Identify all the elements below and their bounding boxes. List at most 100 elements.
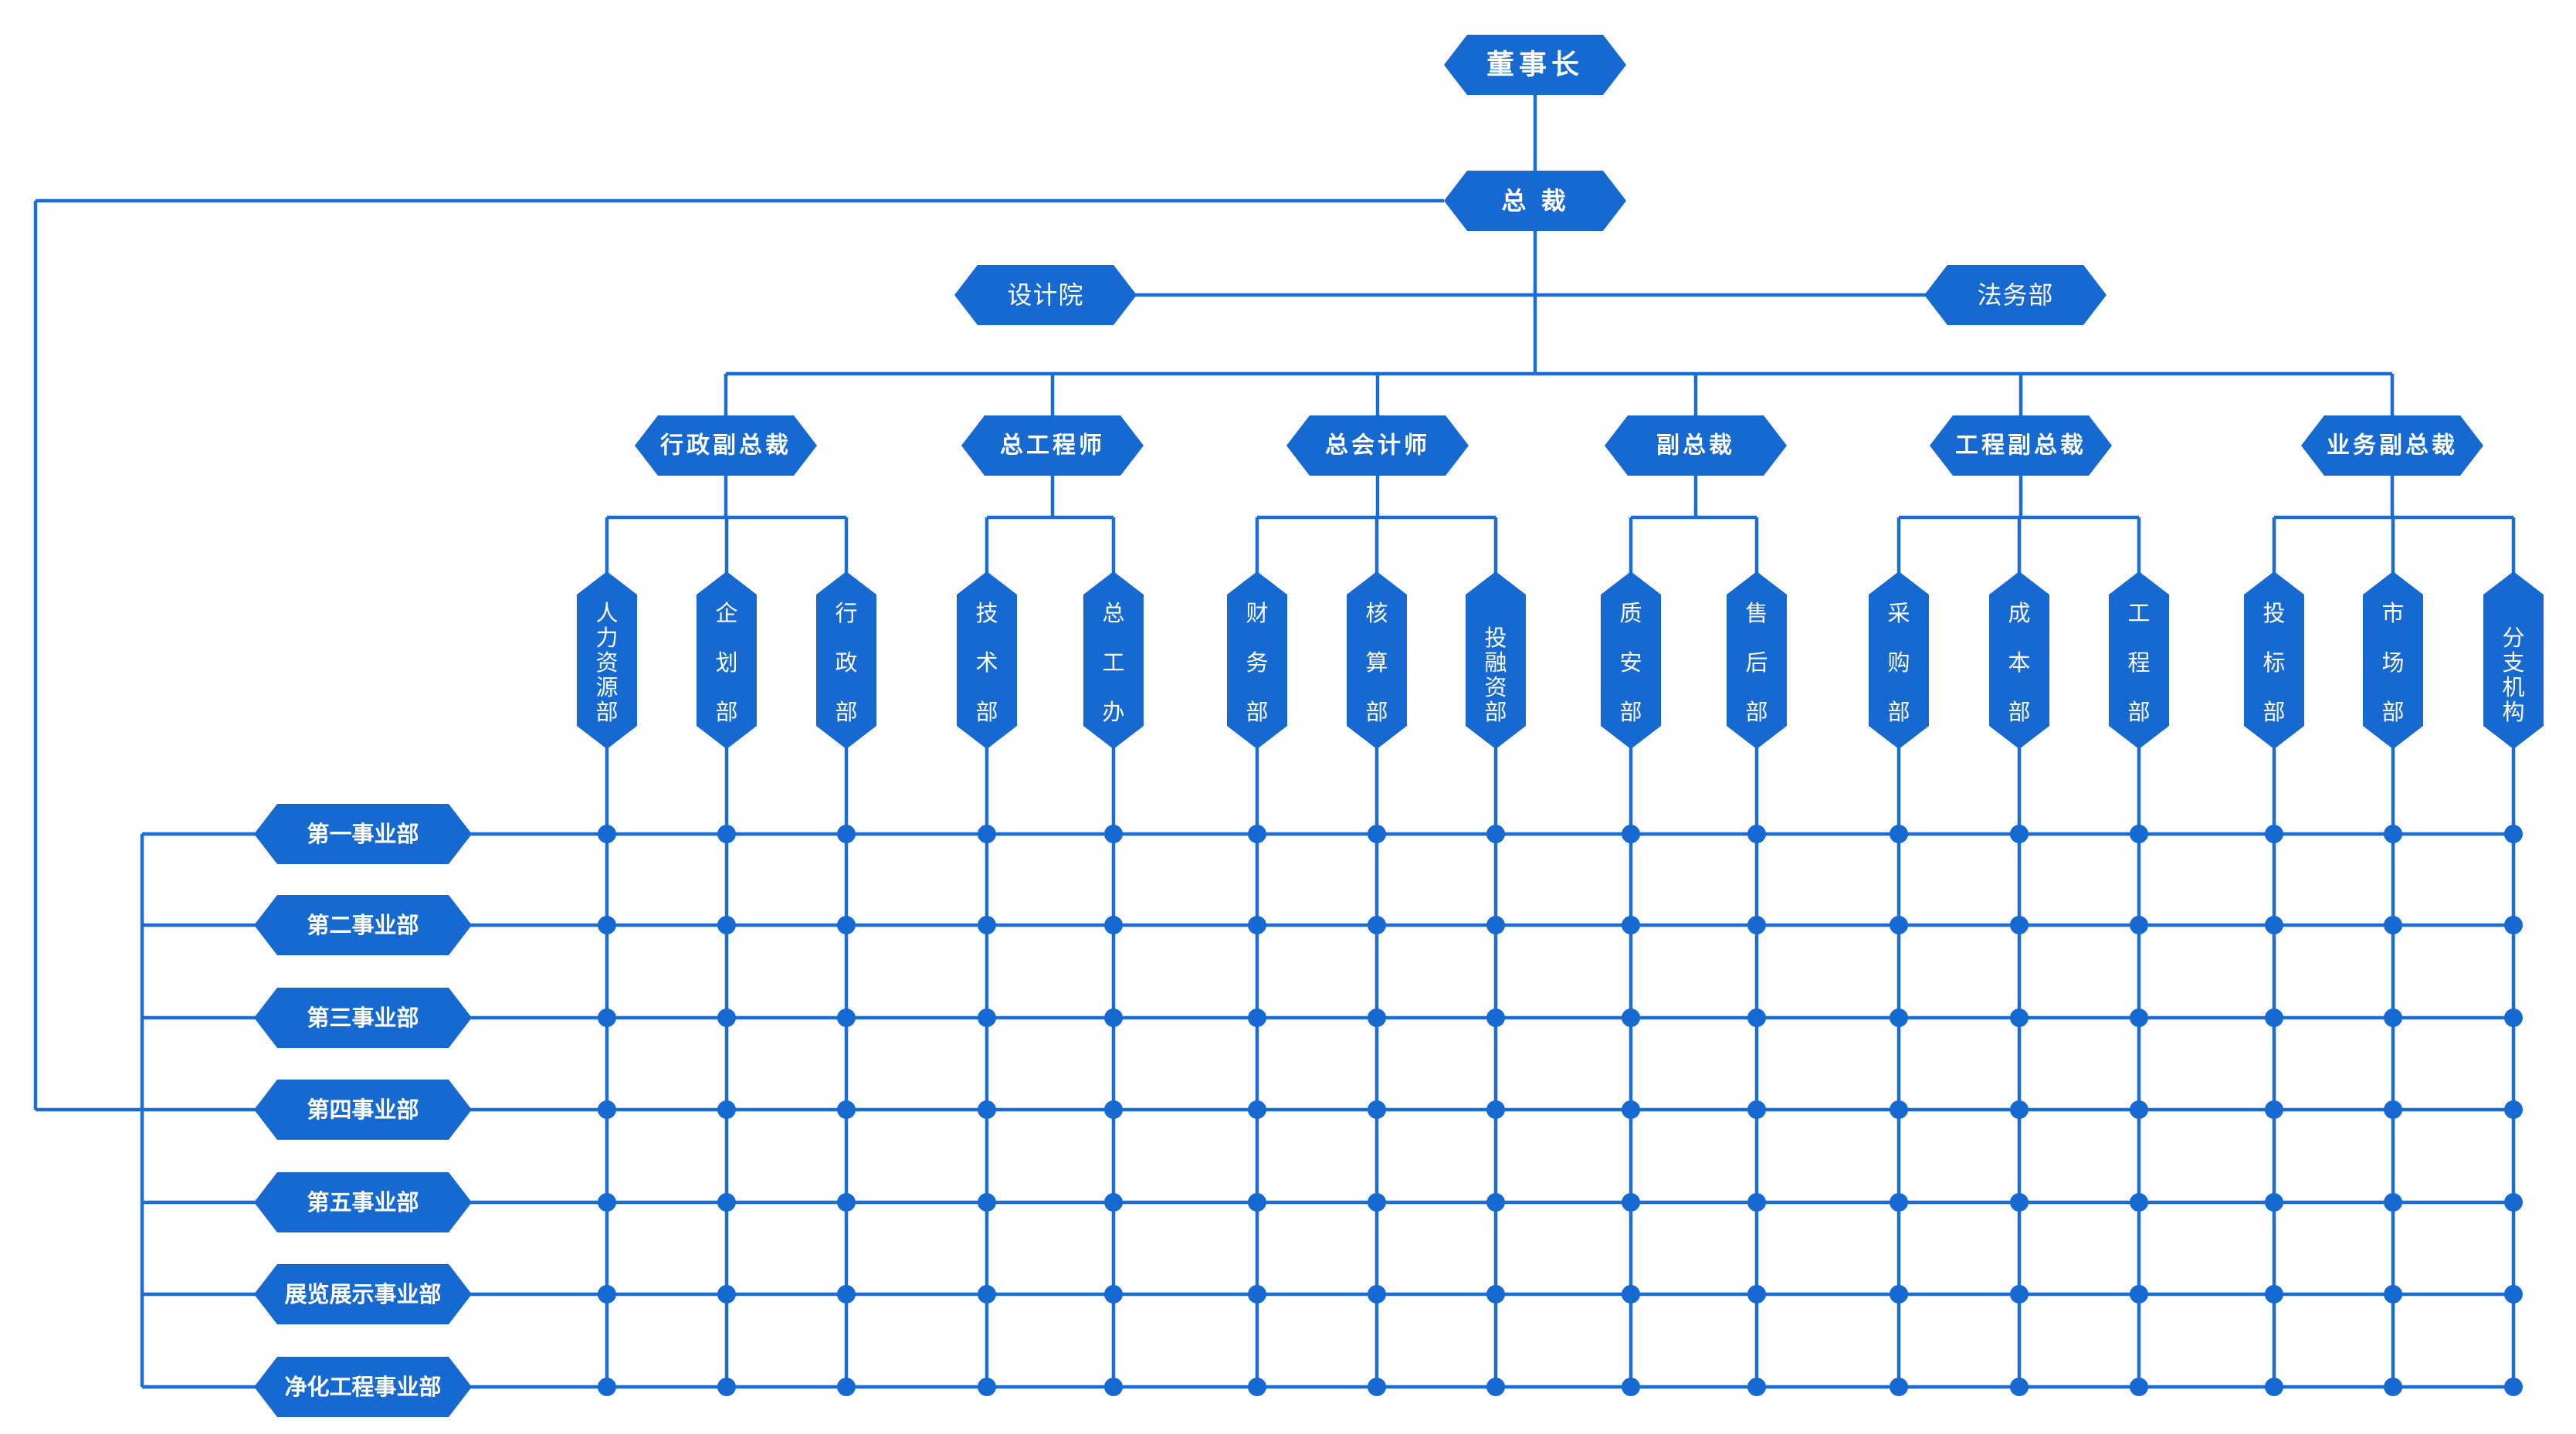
department-node-5-1-shape bbox=[2363, 571, 2423, 749]
department-node-0-1-shape bbox=[697, 571, 757, 749]
matrix-node-dot bbox=[1104, 1100, 1123, 1119]
matrix-node-dot bbox=[2265, 825, 2283, 843]
vp-node-2: 总会计师 bbox=[1286, 415, 1469, 476]
vp-node-5: 业务副总裁 bbox=[2301, 415, 2483, 476]
matrix-node-dot bbox=[717, 1193, 736, 1212]
division-node-1-label: 第二事业部 bbox=[307, 912, 419, 938]
department-node-4-2-shape bbox=[2109, 571, 2169, 749]
vp-node-4-label: 工程副总裁 bbox=[1955, 432, 2086, 459]
division-node-4-label: 第五事业部 bbox=[307, 1189, 419, 1215]
matrix-node-dot bbox=[1368, 1285, 1386, 1303]
department-node-4-1: 成本部 bbox=[1989, 571, 2049, 749]
matrix-node-dot bbox=[2504, 825, 2523, 843]
matrix-node-dot bbox=[598, 1009, 616, 1027]
matrix-node-dot bbox=[1248, 1285, 1266, 1303]
vp-node-4-shape bbox=[1930, 415, 2112, 476]
department-node-2-0-shape bbox=[1227, 571, 1287, 749]
matrix-node-dot bbox=[2130, 1193, 2148, 1212]
matrix-node-dot bbox=[978, 1100, 996, 1119]
matrix-node-dot bbox=[1486, 1285, 1505, 1303]
department-node-0-1-label: 企划部 bbox=[715, 600, 737, 725]
matrix-node-dot bbox=[1104, 1009, 1123, 1027]
department-node-0-2: 行政部 bbox=[816, 571, 876, 749]
matrix-node-dot bbox=[1486, 1009, 1505, 1027]
department-node-1-1-shape bbox=[1083, 571, 1144, 749]
department-node-4-0-label: 采购部 bbox=[1887, 600, 1910, 725]
chairman-node: 董事长 bbox=[1444, 35, 1626, 95]
vp-node-1: 总工程师 bbox=[961, 415, 1144, 476]
department-node-0-1: 企划部 bbox=[697, 571, 757, 749]
matrix-node-dot bbox=[1104, 916, 1123, 934]
division-node-6-label: 净化工程事业部 bbox=[284, 1374, 441, 1400]
matrix-node-dot bbox=[1368, 825, 1386, 843]
matrix-node-dot bbox=[978, 1193, 996, 1212]
matrix-node-dot bbox=[837, 1378, 856, 1396]
matrix-node-dot bbox=[1890, 1193, 1908, 1212]
matrix-node-dot bbox=[1747, 1378, 1766, 1396]
matrix-node-dot bbox=[2504, 1285, 2523, 1303]
design-institute-node-label: 设计院 bbox=[1007, 280, 1083, 310]
division-node-0-shape bbox=[254, 804, 472, 864]
division-node-3-shape bbox=[254, 1080, 472, 1140]
division-node-4: 第五事业部 bbox=[254, 1172, 472, 1232]
matrix-node-dot bbox=[1486, 1193, 1505, 1212]
matrix-node-dot bbox=[2265, 1100, 2283, 1119]
vp-node-3-shape bbox=[1605, 415, 1787, 476]
matrix-node-dot bbox=[837, 825, 856, 843]
matrix-node-dot bbox=[717, 825, 736, 843]
matrix-node-dot bbox=[1622, 1285, 1640, 1303]
matrix-node-dot bbox=[1622, 916, 1640, 934]
matrix-node-dot bbox=[598, 916, 616, 934]
department-node-1-1-label: 总工办 bbox=[1102, 600, 1124, 725]
matrix-node-dot bbox=[598, 1193, 616, 1212]
matrix-node-dot bbox=[1890, 1009, 1908, 1027]
department-node-3-0-shape bbox=[1601, 571, 1661, 749]
department-node-3-0-label: 质安部 bbox=[1619, 600, 1642, 725]
matrix-node-dot bbox=[1486, 1378, 1505, 1396]
matrix-node-dot bbox=[2504, 1009, 2523, 1027]
matrix-node-dot bbox=[1747, 825, 1766, 843]
matrix-node-dot bbox=[978, 825, 996, 843]
department-node-3-1-shape bbox=[1727, 571, 1787, 749]
matrix-node-dot bbox=[2010, 1100, 2029, 1119]
chairman-node-label: 董事长 bbox=[1486, 49, 1584, 81]
design-institute-node-shape bbox=[954, 265, 1137, 325]
division-node-6-shape bbox=[254, 1357, 472, 1417]
department-node-5-1-label: 市场部 bbox=[2381, 600, 2404, 725]
department-node-3-1-label: 售后部 bbox=[1745, 600, 1768, 725]
matrix-node-dot bbox=[1248, 1009, 1266, 1027]
matrix-node-dot bbox=[717, 916, 736, 934]
department-node-5-1: 市场部 bbox=[2363, 571, 2423, 749]
department-node-4-1-shape bbox=[1989, 571, 2049, 749]
matrix-node-dot bbox=[2010, 1378, 2029, 1396]
department-node-3-0: 质安部 bbox=[1601, 571, 1661, 749]
department-node-1-0-label: 技术部 bbox=[975, 600, 998, 725]
matrix-node-dot bbox=[2384, 1009, 2402, 1027]
department-node-2-2-label: 投融资部 bbox=[1484, 625, 1507, 725]
matrix-node-dot bbox=[1248, 1378, 1266, 1396]
matrix-node-dot bbox=[2265, 1009, 2283, 1027]
legal-dept-node-label: 法务部 bbox=[1977, 280, 2053, 310]
matrix-node-dot bbox=[2384, 1378, 2402, 1396]
matrix-node-dot bbox=[837, 916, 856, 934]
department-node-5-0-shape bbox=[2244, 571, 2304, 749]
matrix-node-dot bbox=[1747, 1285, 1766, 1303]
matrix-node-dot bbox=[1248, 1193, 1266, 1212]
department-node-0-2-label: 行政部 bbox=[835, 600, 857, 725]
matrix-dots bbox=[598, 825, 2523, 1396]
department-node-3-1: 售后部 bbox=[1727, 571, 1787, 749]
department-node-0-0-shape bbox=[577, 571, 637, 749]
department-node-4-1-label: 成本部 bbox=[2008, 600, 2030, 725]
division-node-3: 第四事业部 bbox=[254, 1080, 472, 1140]
matrix-node-dot bbox=[2384, 1193, 2402, 1212]
matrix-node-dot bbox=[1890, 1285, 1908, 1303]
vp-node-4: 工程副总裁 bbox=[1930, 415, 2112, 476]
matrix-node-dot bbox=[2384, 916, 2402, 934]
department-node-1-1: 总工办 bbox=[1083, 571, 1144, 749]
department-node-0-0-label: 人力资源部 bbox=[595, 600, 618, 725]
matrix-node-dot bbox=[2130, 1009, 2148, 1027]
matrix-node-dot bbox=[837, 1009, 856, 1027]
matrix-node-dot bbox=[2130, 1285, 2148, 1303]
legal-dept-node-shape bbox=[1924, 265, 2107, 325]
matrix-node-dot bbox=[2265, 1193, 2283, 1212]
